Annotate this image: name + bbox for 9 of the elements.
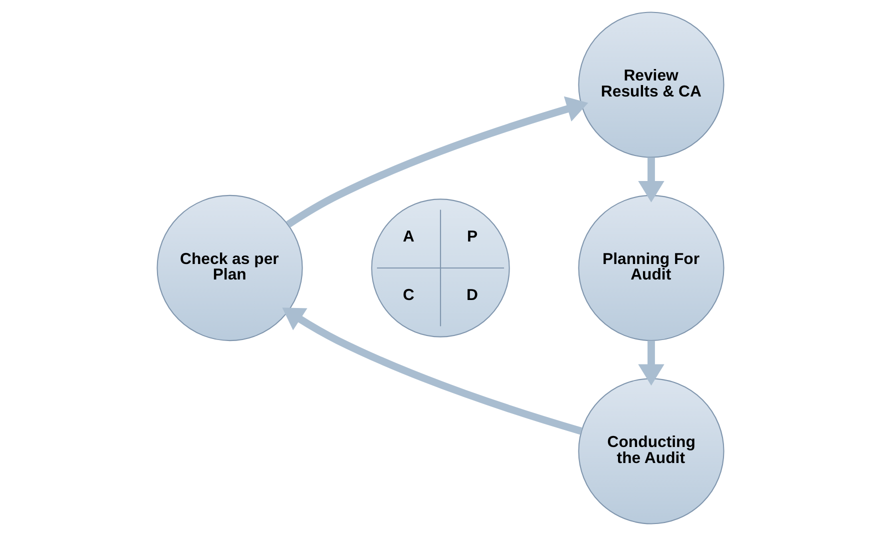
node-circle: Review Results & CA [578, 12, 724, 158]
node-circle: Conducting the Audit [578, 378, 724, 524]
node-circle: Planning For Audit [578, 194, 724, 342]
arrow [286, 96, 588, 228]
arrow [638, 340, 664, 386]
arrow [638, 157, 664, 202]
node-circle: Check as per Plan [156, 194, 303, 342]
node-circle: A P C D [371, 198, 510, 338]
arrow [282, 308, 582, 435]
